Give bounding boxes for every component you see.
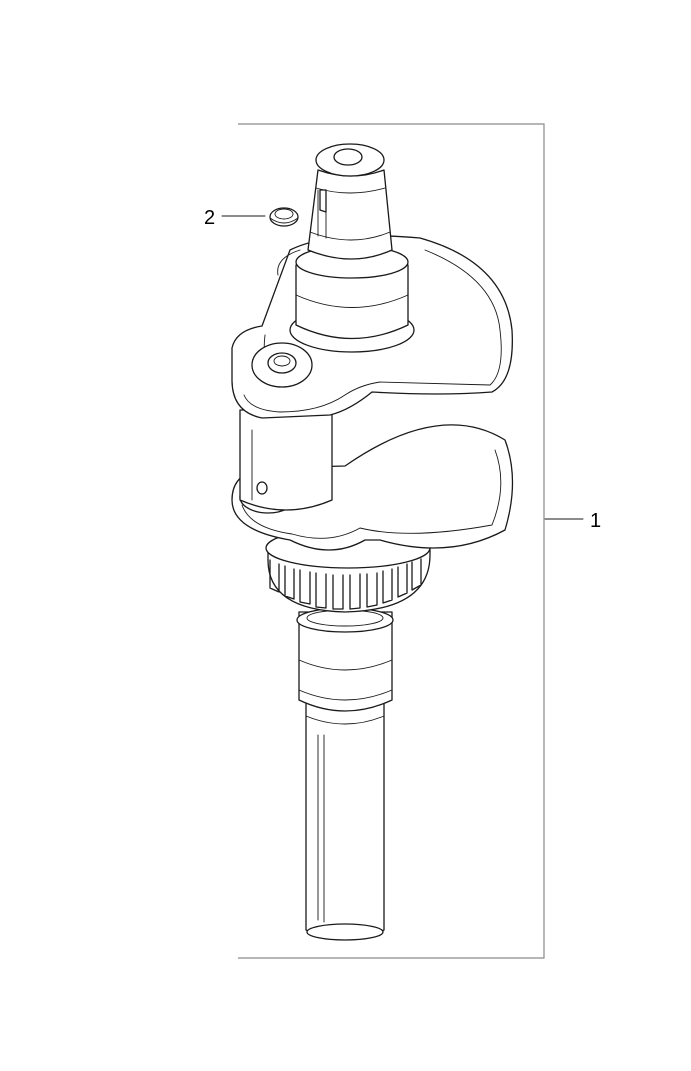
callout-1[interactable]: 1 xyxy=(544,510,601,532)
callout-2[interactable]: 2 xyxy=(204,207,266,229)
crankshaft-drawing xyxy=(231,143,514,941)
assembly-bracket xyxy=(238,123,545,959)
callout-1-label: 1 xyxy=(590,510,601,532)
callout-2-label: 2 xyxy=(204,207,215,229)
seal-ring-drawing xyxy=(269,207,299,227)
gear-teeth xyxy=(269,558,422,610)
